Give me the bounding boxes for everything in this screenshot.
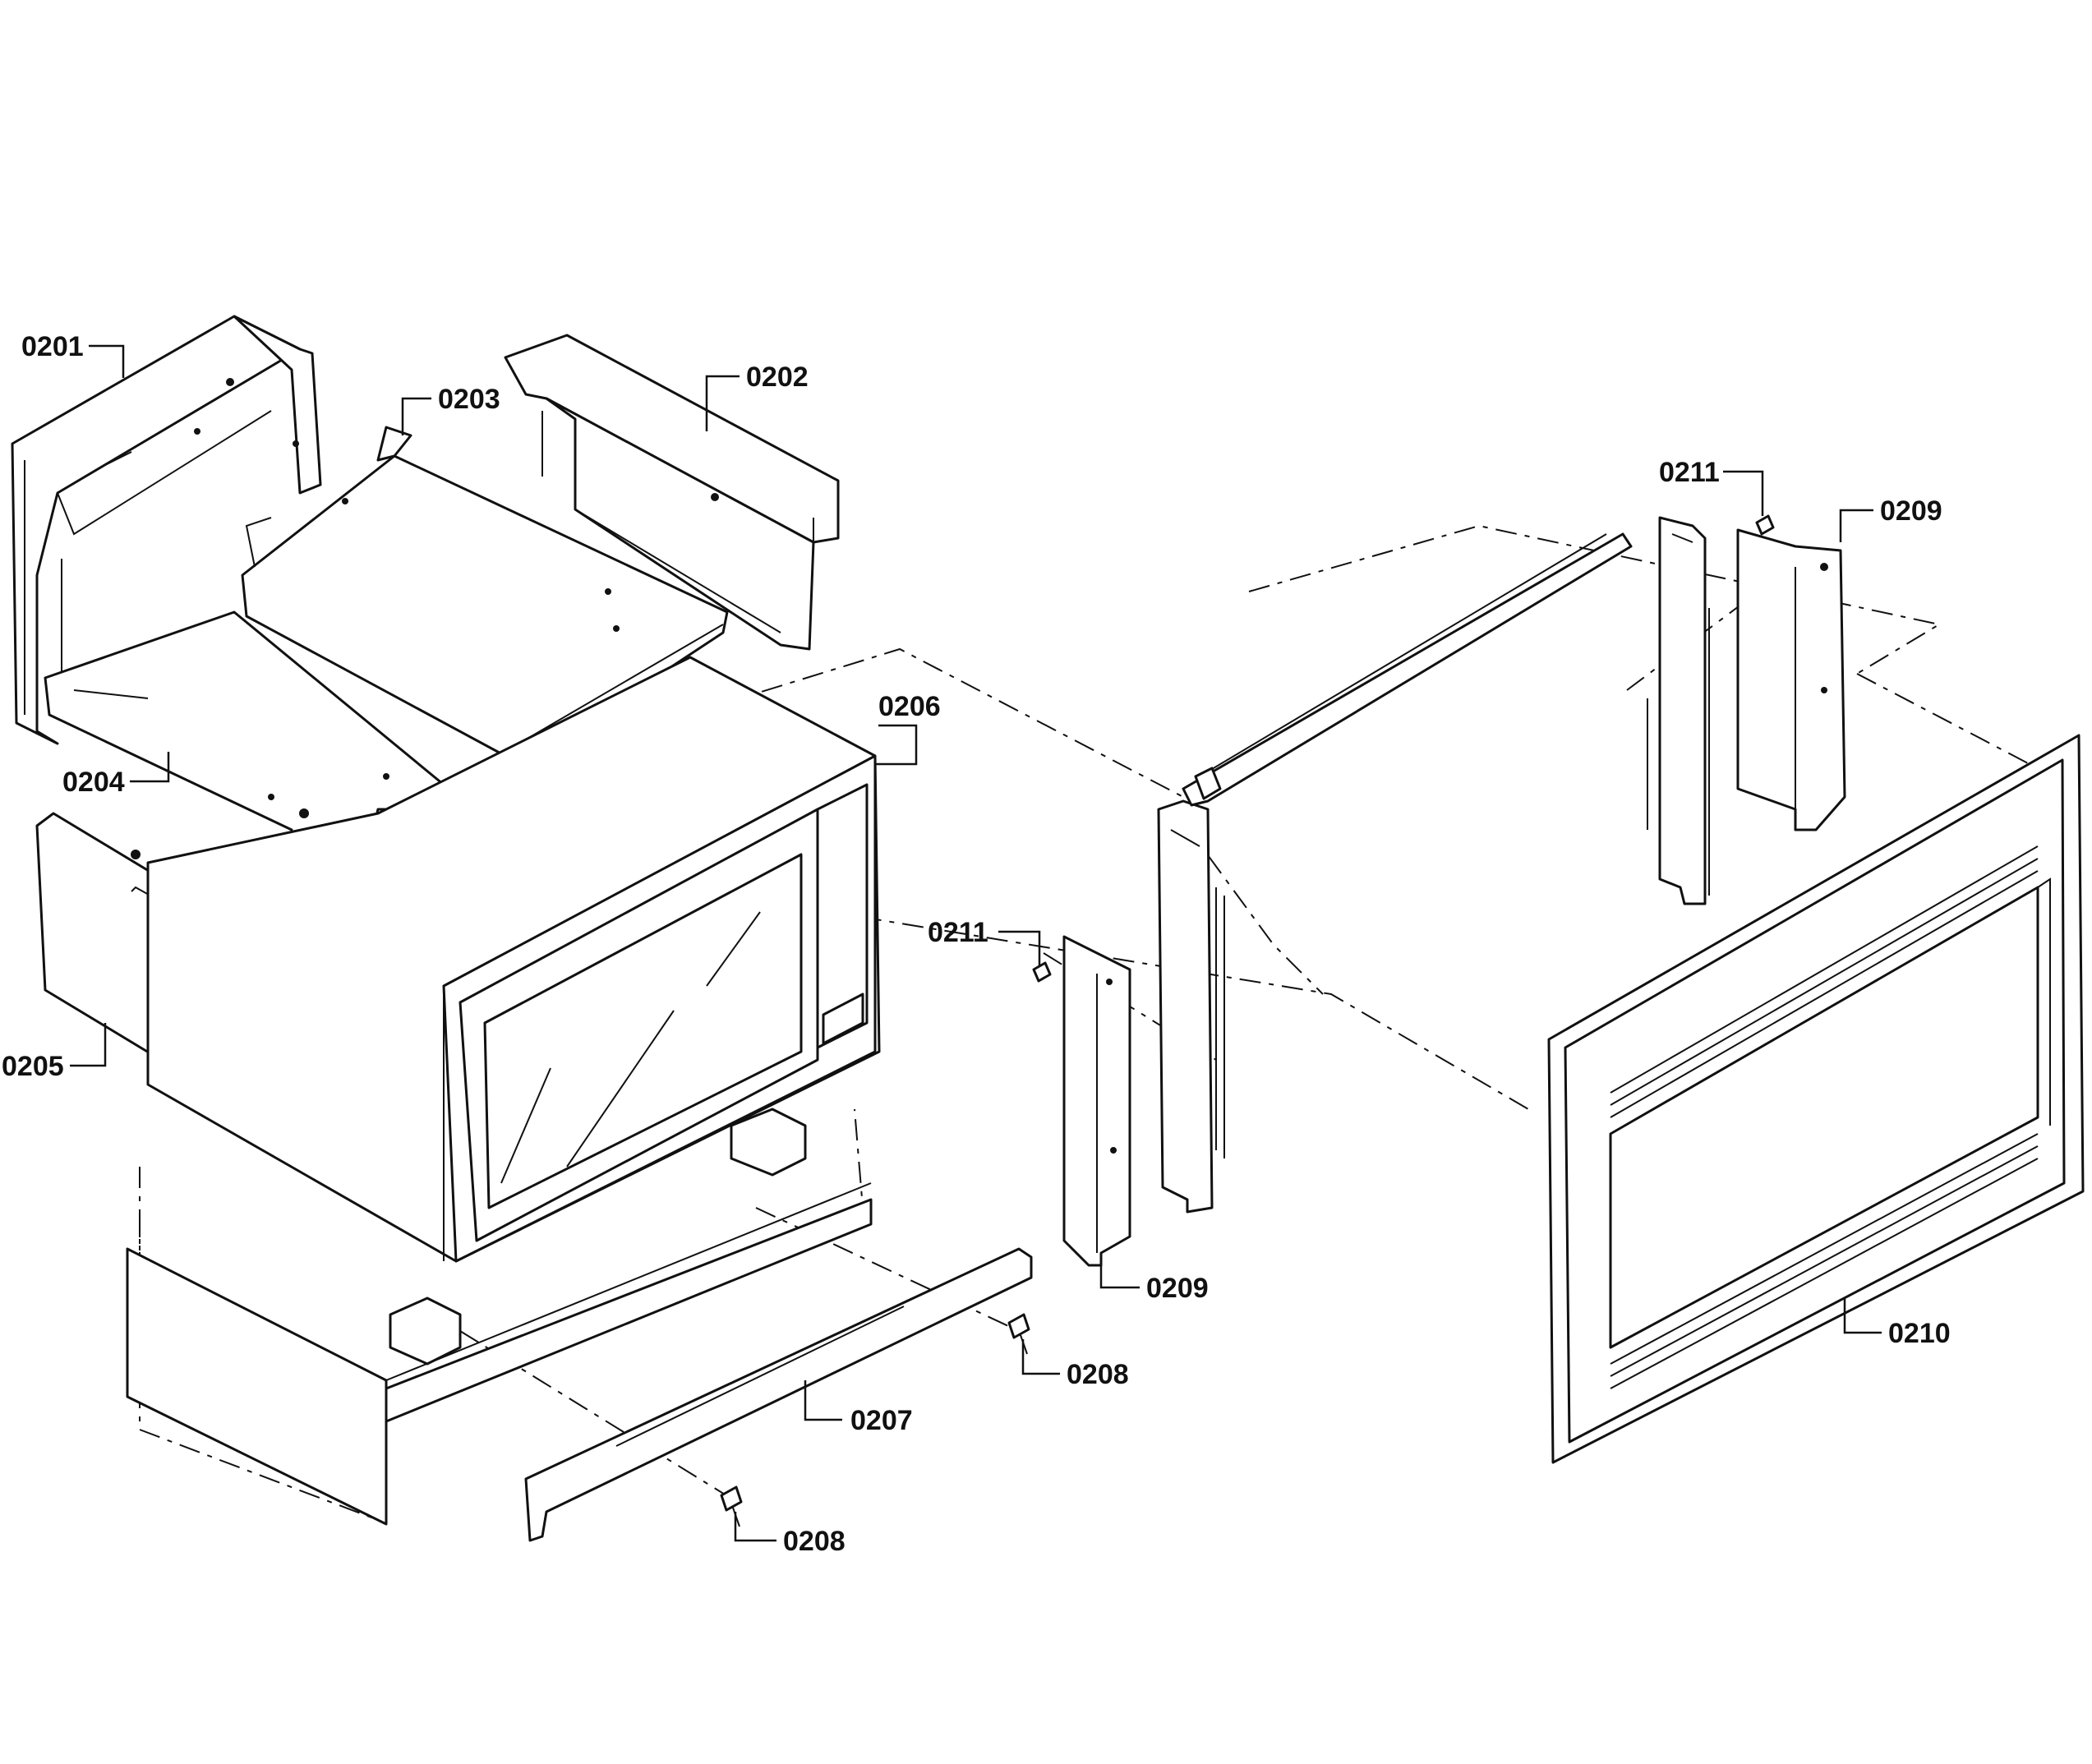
part-0210-trim-frame: [1547, 734, 2085, 1464]
label-0208-lower: 0208: [783, 1526, 846, 1557]
label-0211-right: 0211: [1659, 457, 1720, 488]
part-0207-trim-bar: [524, 1247, 1033, 1542]
part-0208-screw-lower: [720, 1485, 743, 1527]
label-0207: 0207: [850, 1405, 913, 1436]
part-0202-top-rear-panel: [504, 334, 840, 651]
leader-lines: [70, 344, 1882, 1542]
part-0209-bracket-left: [1062, 935, 1131, 1267]
label-0204: 0204: [62, 767, 125, 798]
label-0211-left: 0211: [928, 917, 988, 948]
label-0206: 0206: [878, 691, 941, 722]
label-0203: 0203: [438, 384, 500, 415]
label-0205: 0205: [2, 1051, 64, 1082]
label-0201: 0201: [21, 331, 84, 362]
part-0209-bracket-right: [1736, 528, 1846, 831]
label-0209-right: 0209: [1880, 495, 1942, 527]
part-labels: 0201 0202 0203 0204 0205 0206 0207 0208 …: [2, 331, 1951, 1557]
side-rail-left: [1157, 799, 1225, 1214]
part-0208-screw-upper: [1007, 1313, 1030, 1355]
lower-chassis: [126, 1108, 873, 1526]
top-rail: [1182, 532, 1633, 807]
part-0206-microwave: [146, 656, 881, 1263]
label-0210: 0210: [1888, 1318, 1951, 1349]
label-0202: 0202: [746, 362, 809, 393]
side-rail-right: [1647, 516, 1710, 905]
label-0208-upper: 0208: [1067, 1359, 1129, 1390]
label-0209-left: 0209: [1146, 1273, 1209, 1304]
part-0211-screw-right: [1755, 514, 1775, 536]
part-0201-side-shroud: [11, 315, 322, 745]
part-0211-screw-left: [1032, 961, 1052, 983]
